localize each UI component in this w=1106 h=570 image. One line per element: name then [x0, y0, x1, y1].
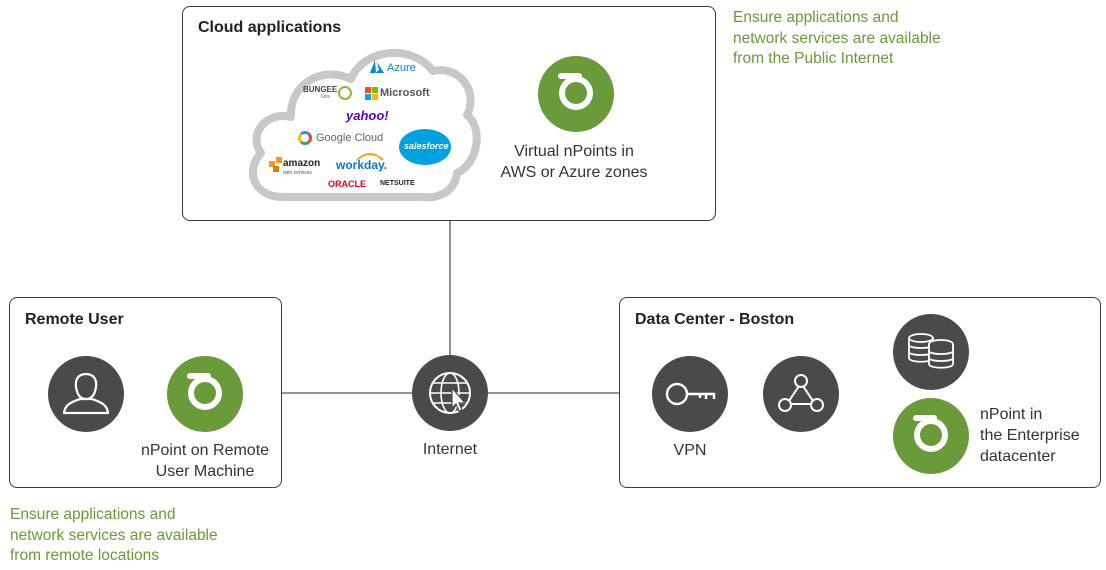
data-center-title: Data Center - Boston: [635, 311, 795, 328]
amazon-logo: amazon: [283, 158, 321, 169]
network-icon: [763, 356, 839, 432]
workday-logo: workday.: [336, 158, 388, 172]
virtual-npoints-label-line1: Virtual nPoints in: [514, 143, 634, 160]
bungee-swirl-icon: [338, 86, 352, 100]
bungee-labs-text: labs: [321, 94, 331, 100]
remote-note: Ensure applications and network services…: [10, 505, 218, 567]
remote-npoint-label-line2: User Machine: [155, 463, 255, 480]
google-cloud-icon: [298, 131, 312, 145]
data-center-box: Data Center - Boston VPN: [619, 297, 1101, 488]
azure-logo-icon: [370, 60, 384, 73]
salesforce-logo: salesforce: [404, 141, 449, 151]
workday-arc-icon: [356, 153, 384, 161]
datacenter-npoint-label-line1: nPoint in: [980, 406, 1043, 423]
remote-user-title: Remote User: [25, 311, 124, 328]
remote-user-box: Remote User nPoint on Remote User Machin…: [9, 297, 282, 488]
internet-label: Internet: [422, 441, 478, 458]
globe-cursor-icon: [412, 355, 488, 431]
cloud-applications-title: Cloud applications: [198, 19, 342, 36]
remote-npoint-label-line1: nPoint on Remote: [140, 442, 270, 459]
amazon-web-services-text: web services: [283, 170, 312, 176]
yahoo-logo: yahoo!: [346, 108, 389, 123]
database-icon: [893, 314, 969, 390]
datacenter-npoint-label: nPoint in the Enterprise datacenter: [980, 404, 1080, 467]
virtual-npoints-label-line2: AWS or Azure zones: [500, 164, 648, 181]
cloud-note: Ensure applications and network services…: [733, 8, 941, 70]
azure-logo: Azure: [387, 62, 416, 74]
aws-logo-icon: [269, 157, 282, 172]
cloud-note-line2: network services are available: [733, 29, 941, 47]
cloud-note-line1: Ensure applications and: [733, 9, 899, 26]
remote-note-line2: network services are available: [10, 526, 218, 544]
datacenter-npoint-icon: [893, 398, 969, 474]
microsoft-logo: Microsoft: [380, 87, 430, 99]
virtual-npoint-icon: [538, 56, 614, 132]
netsuite-logo: NETSUITE: [380, 180, 415, 187]
key-icon: [652, 356, 728, 432]
remote-note-line1: Ensure applications and: [10, 506, 176, 523]
salesforce-cloud-icon: [399, 129, 451, 165]
cloud-applications-box: Cloud applications Azure BUNGEE labs Mic…: [182, 6, 716, 221]
vpn-label: VPN: [673, 442, 707, 459]
datacenter-npoint-label-line2: the Enterprise: [980, 427, 1080, 444]
datacenter-npoint-label-line3: datacenter: [980, 448, 1056, 465]
microsoft-logo-icon: [365, 87, 378, 100]
oracle-logo: ORACLE: [328, 179, 366, 189]
google-cloud-logo: Google Cloud: [316, 132, 384, 144]
cloud-note-line3: from the Public Internet: [733, 50, 894, 67]
remote-note-line3: from remote locations: [10, 547, 160, 564]
user-icon: [48, 356, 124, 432]
remote-npoint-icon: [167, 356, 243, 432]
bungee-logo: BUNGEE: [303, 85, 338, 94]
